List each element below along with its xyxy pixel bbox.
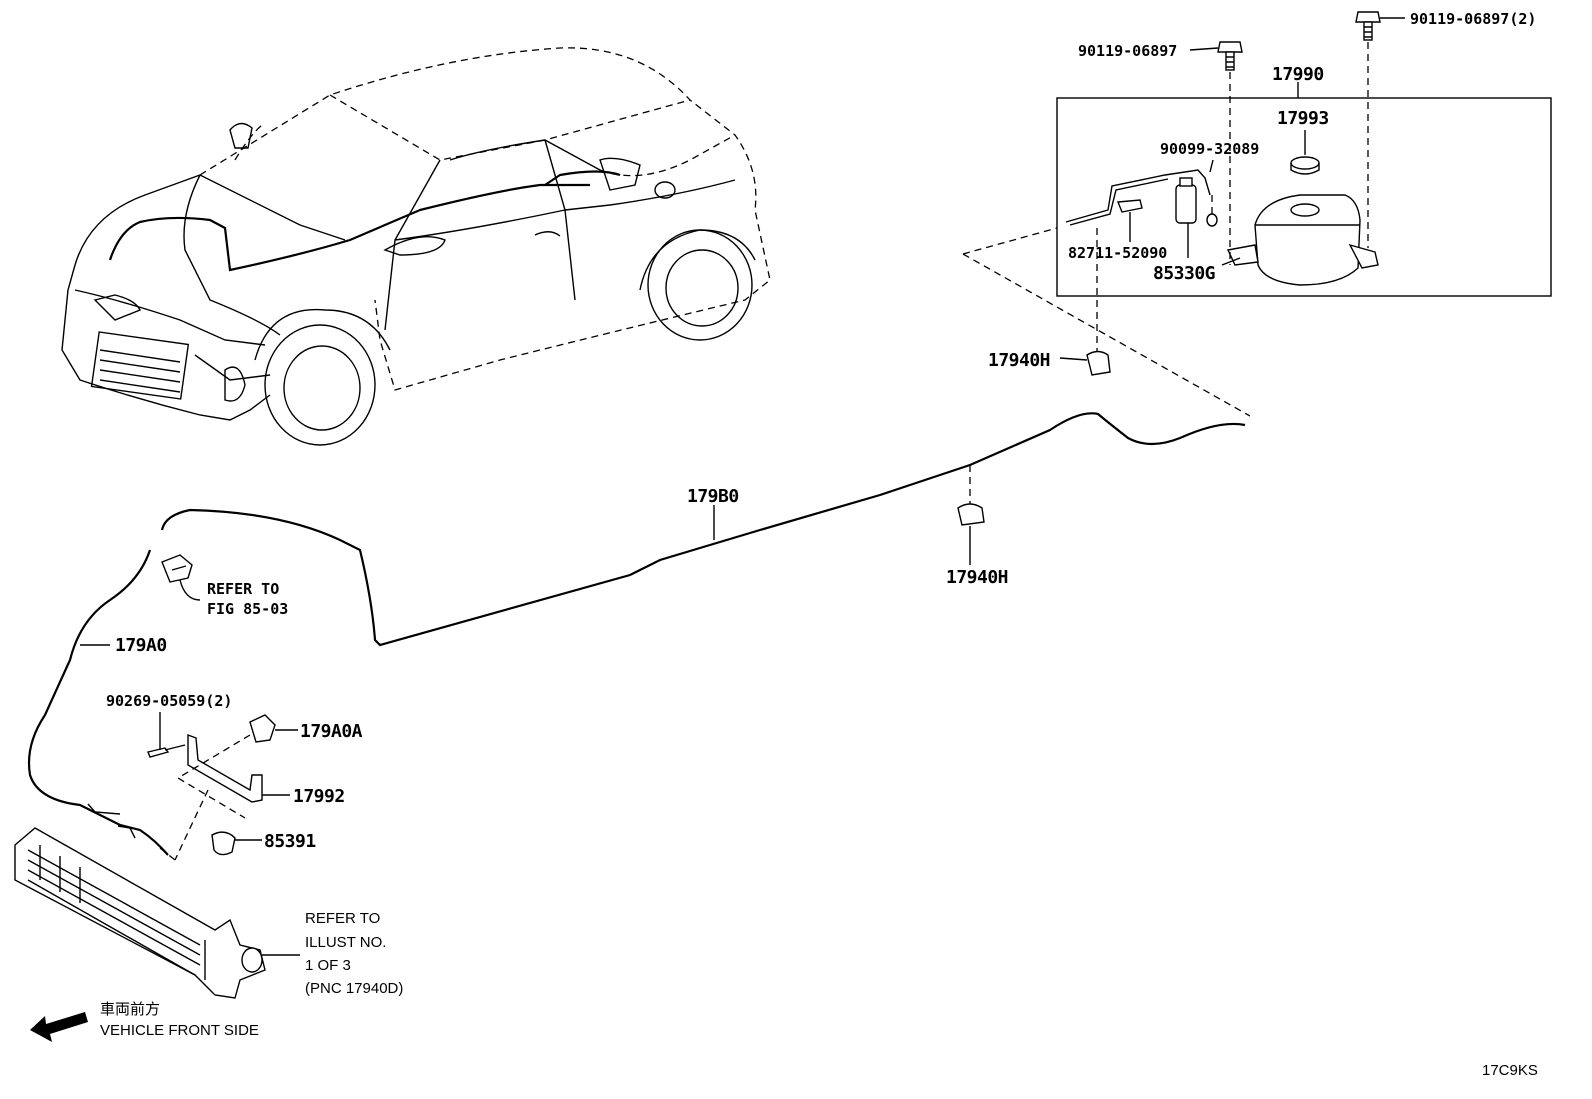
bolt-icon[interactable] (147, 744, 186, 758)
washer-pump[interactable] (1175, 184, 1197, 224)
label-cap: 17993 (1277, 108, 1329, 129)
label-bolt-top-left: 90119-06897 (1078, 42, 1177, 60)
label-grommet: 85391 (264, 831, 316, 852)
connector-icon[interactable] (161, 554, 193, 583)
label-clamp-lower: 17940H (946, 567, 1008, 588)
figure-code: 17C9KS (1482, 1062, 1538, 1079)
note-refer-illust-1: REFER TO (305, 910, 380, 927)
direction-japanese: 車両前方 (100, 1001, 160, 1018)
washer-tank (1254, 194, 1361, 286)
hose-front[interactable] (27, 549, 169, 856)
note-refer-fig-2: FIG 85-03 (207, 600, 288, 618)
headlamp-cleaner-icon[interactable] (14, 827, 266, 999)
note-refer-fig-1: REFER TO (207, 580, 279, 598)
label-clamp-upper: 17940H (988, 350, 1050, 371)
tank-cap[interactable] (1290, 156, 1320, 170)
bracket-icon[interactable] (187, 733, 263, 803)
note-refer-illust-3: 1 OF 3 (305, 957, 351, 974)
note-refer-illust-4: (PNC 17940D) (305, 980, 403, 997)
clamp-icon[interactable] (1086, 350, 1111, 376)
label-wire: 82711-52090 (1068, 244, 1167, 262)
hose-main[interactable] (160, 412, 1246, 647)
label-bolt-bracket: 90269-05059(2) (106, 692, 232, 710)
bolt-icon[interactable] (1355, 11, 1381, 41)
label-bolt-top-right: 90119-06897(2) (1410, 10, 1536, 28)
label-hose-front: 179A0 (115, 635, 167, 656)
clip-icon[interactable] (249, 714, 276, 743)
clamp-icon[interactable] (957, 503, 985, 526)
label-bracket: 17992 (293, 786, 345, 807)
label-clip: 179A0A (300, 721, 363, 742)
direction-english: VEHICLE FRONT SIDE (100, 1022, 259, 1039)
vehicle-illustration (61, 47, 771, 446)
note-refer-illust-2: ILLUST NO. (305, 934, 386, 951)
front-arrow-icon (30, 1012, 88, 1042)
label-pump: 85330G (1153, 263, 1215, 284)
label-hose-nipple: 90099-32089 (1160, 140, 1259, 158)
tank-assembly-box (1056, 82, 1552, 297)
label-hose-main: 179B0 (687, 486, 739, 507)
bolt-icon[interactable] (1217, 41, 1243, 71)
grommet-icon[interactable] (211, 831, 236, 856)
label-tank-assembly: 17990 (1272, 64, 1324, 85)
